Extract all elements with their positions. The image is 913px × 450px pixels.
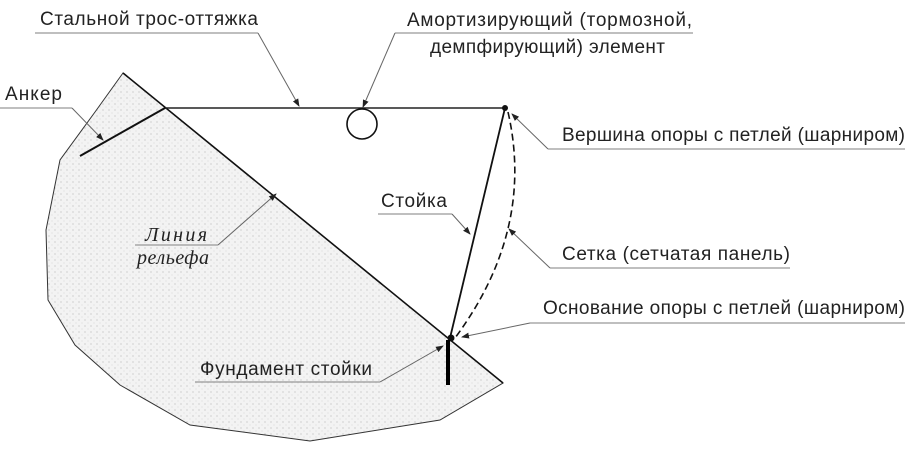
label-post-base: Основание опоры с петлей (шарниром)	[461, 298, 905, 339]
svg-text:Стойка: Стойка	[381, 191, 447, 212]
svg-text:демпфирующий) элемент: демпфирующий) элемент	[430, 37, 665, 58]
anchor-rod	[79, 107, 166, 157]
post	[449, 107, 506, 339]
post-base-hinge	[447, 334, 455, 342]
relief-line	[122, 72, 504, 384]
label-anchor: Анкер	[0, 84, 104, 141]
label-post: Стойка	[378, 191, 471, 235]
svg-text:Линия: Линия	[144, 224, 207, 246]
label-foundation: Фундамент стойки	[195, 345, 444, 383]
ground-mass	[45, 72, 504, 442]
label-damper: Амортизирующий (тормозной, демпфирующий)…	[362, 10, 693, 108]
damper-element	[346, 108, 378, 140]
svg-text:Вершина опоры с петлей (шарнир: Вершина опоры с петлей (шарниром)	[562, 125, 905, 146]
svg-text:Стальной трос-оттяжка: Стальной трос-оттяжка	[40, 9, 258, 30]
label-post-top: Вершина опоры с петлей (шарниром)	[511, 113, 905, 150]
svg-text:Фундамент стойки: Фундамент стойки	[200, 359, 372, 380]
svg-text:рельефа: рельефа	[135, 247, 209, 269]
svg-text:Сетка (сетчатая панель): Сетка (сетчатая панель)	[562, 244, 790, 265]
label-cable: Стальной трос-оттяжка	[35, 9, 300, 107]
net-panel	[454, 111, 516, 339]
svg-text:Основание опоры с петлей (шарн: Основание опоры с петлей (шарниром)	[543, 298, 905, 319]
label-net: Сетка (сетчатая панель)	[508, 228, 790, 269]
svg-text:Анкер: Анкер	[5, 84, 62, 105]
svg-text:Амортизирующий (тормозной,: Амортизирующий (тормозной,	[407, 10, 692, 31]
